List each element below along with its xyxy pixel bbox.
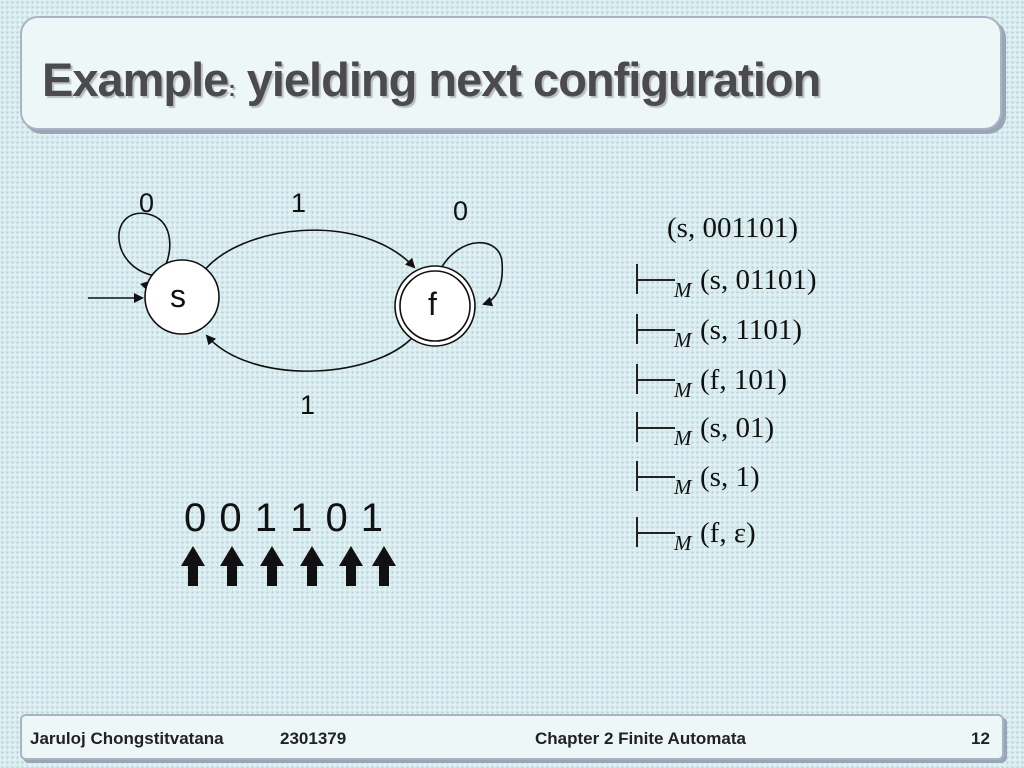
input-pointer-arrows <box>181 546 396 586</box>
edge-s-to-f <box>202 229 416 273</box>
state-f-inner-ring <box>399 270 471 342</box>
input-string: 0 0 1 1 0 1 <box>184 496 385 540</box>
yields-subscript: M <box>674 378 692 402</box>
step-configuration: (f, ε) <box>700 517 756 549</box>
title-box <box>20 16 1002 130</box>
state-f-label: f <box>428 286 437 322</box>
state-f <box>394 265 476 347</box>
up-arrow-icon <box>339 546 363 586</box>
label-s-to-f: 1 <box>291 188 306 218</box>
footer-bar <box>20 714 1004 760</box>
yields-subscript: M <box>674 475 692 499</box>
title-separator: : <box>228 76 235 101</box>
state-s-label: s <box>170 278 186 314</box>
step-configuration: (f, 101) <box>700 364 787 396</box>
up-arrow-icon <box>372 546 396 586</box>
up-arrow-icon <box>300 546 324 586</box>
label-loop-f: 0 <box>453 196 468 226</box>
step-configuration: (s, 01) <box>700 412 775 444</box>
yields-subscript: M <box>674 328 692 352</box>
step-configuration: (s, 1101) <box>700 314 803 346</box>
edge-f-to-s <box>205 334 413 372</box>
step-configuration: (s, 01101) <box>700 264 817 296</box>
footer-course: 2301379 <box>280 729 347 748</box>
state-diagram: s f 0 1 0 1 <box>88 188 504 586</box>
state-s <box>144 259 220 335</box>
yields-subscript: M <box>674 426 692 450</box>
footer-chapter: Chapter 2 Finite Automata <box>535 729 746 748</box>
yields-subscript: M <box>674 278 692 302</box>
title-rest: yielding next configuration <box>234 53 822 106</box>
slide-title: Example: yielding next configuration <box>42 52 822 107</box>
up-arrow-icon <box>181 546 205 586</box>
label-f-to-s: 1 <box>300 390 315 420</box>
title-main: Example <box>42 53 229 106</box>
step-configuration: (s, 1) <box>700 461 760 493</box>
loop-s <box>118 212 171 277</box>
yields-subscript: M <box>674 531 692 555</box>
footer-page-number: 12 <box>971 729 990 748</box>
initial-configuration: (s, 001101) <box>667 212 799 244</box>
footer-author: Jaruloj Chongstitvatana <box>30 729 224 748</box>
up-arrow-icon <box>260 546 284 586</box>
label-loop-s: 0 <box>139 188 154 218</box>
loop-f <box>439 241 504 307</box>
up-arrow-icon <box>220 546 244 586</box>
